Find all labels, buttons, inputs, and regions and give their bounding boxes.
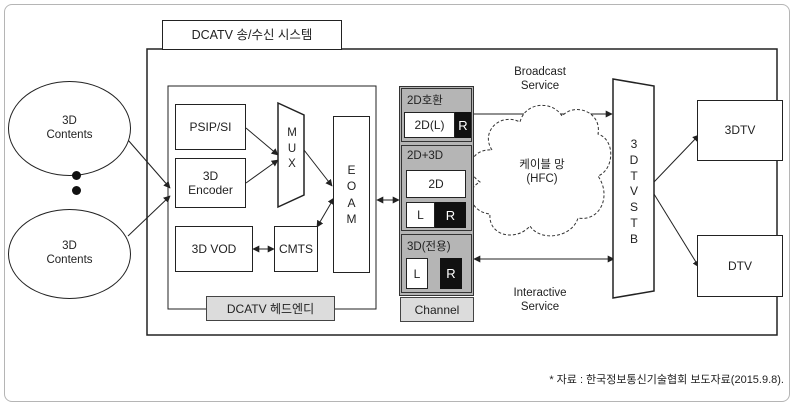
ellipsis-dot [72,171,81,180]
arrow-stb-dtv [653,193,700,268]
stb-shape [612,78,655,299]
encoder-box: 3D Encoder [175,158,246,208]
stb-letter: B [629,231,638,246]
source-note: * 자료 : 한국정보통신기술협회 보도자료(2015.9.8). [549,374,784,386]
eoam-letter: E [347,163,356,178]
dtv-box: DTV [697,235,783,297]
channel-l-box: L [406,202,435,228]
vod-box: 3D VOD [175,226,253,272]
channel-label: Channel [400,297,474,322]
figure-frame [4,4,790,402]
stb-label: 3 D T V S T B [622,137,646,248]
arrow-contents-bottom [127,195,171,237]
arrow-cmts-eoam [316,197,335,228]
system-title: DCATV 송/수신 시스템 [162,20,342,50]
channel-r-box: R [440,258,462,289]
3dtv-box: 3DTV [697,100,783,161]
channel-l-box: L [406,258,428,289]
mux-letter: X [288,158,296,171]
channel-2dl-box: 2D(L) [404,112,455,138]
stb-letter: V [629,184,638,199]
mux-letter: U [287,142,297,155]
mux-shape [277,101,305,209]
stb-letter: T [630,216,638,231]
channel-section-title: 2D호환 [407,95,443,107]
broadcast-service-label: Broadcast Service [514,66,566,93]
stb-letter: T [630,168,638,183]
eoam-letter: O [346,179,357,194]
stb-letter: 3 [630,137,638,151]
mux-label: M U X [284,126,300,173]
eoam-letter: A [347,195,356,210]
system-box [146,48,778,336]
stb-letter: D [629,152,639,167]
eoam-letter: M [346,211,357,226]
arrow-mux-eoam [303,149,333,187]
psip-si-box: PSIP/SI [175,104,246,150]
headend-label: DCATV 헤드엔디 [206,296,335,321]
cmts-box: CMTS [274,226,318,272]
arrow-encoder-mux [245,159,279,184]
ellipsis-dot [72,186,81,195]
eoam-box: E O A M [333,116,370,273]
channel-section-title: 3D(전용) [407,241,451,253]
contents-ellipse-top: 3D Contents [8,81,131,176]
arrow-stb-3dtv [653,134,700,183]
cloud-label: 케이블 망 (HFC) [519,159,565,186]
channel-r-box: R [435,202,466,228]
mux-letter: M [287,127,297,139]
arrow-psip-mux [245,127,279,156]
stb-letter: S [629,200,638,215]
channel-r-box: R [455,112,471,138]
channel-section-title: 2D+3D [407,150,444,162]
channel-2d-box: 2D [406,170,466,198]
interactive-service-label: Interactive Service [513,287,567,314]
arrow-contents-top [127,139,171,189]
contents-ellipse-bottom: 3D Contents [8,209,131,299]
